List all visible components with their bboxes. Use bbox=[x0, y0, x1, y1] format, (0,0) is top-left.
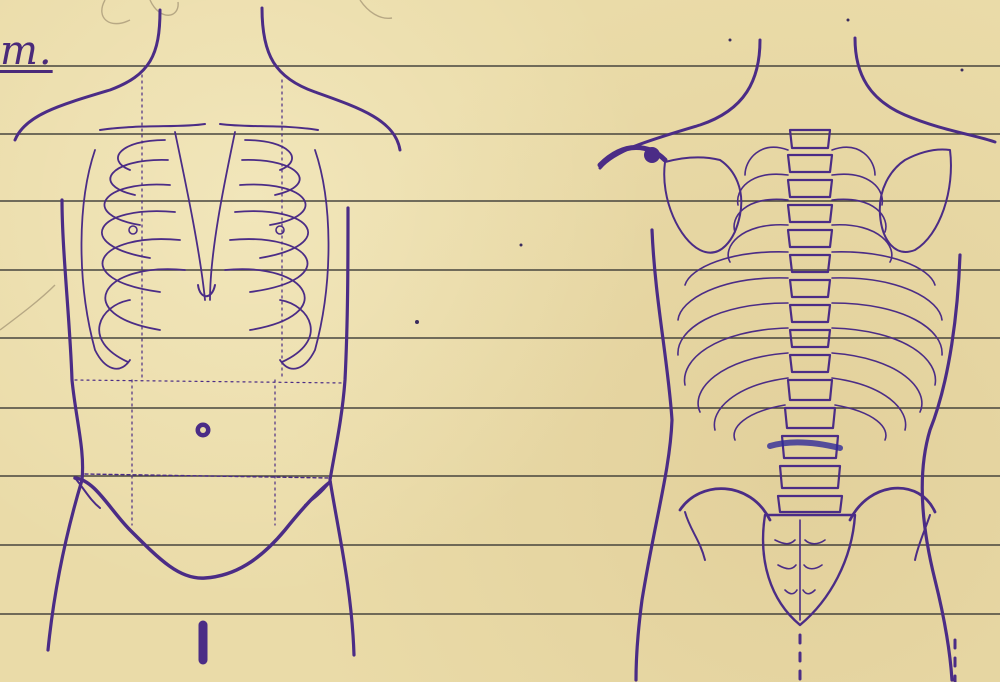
pencil-marks bbox=[0, 0, 392, 330]
header-fragment-text: m. bbox=[0, 28, 53, 74]
anterior-torso-diagram bbox=[15, 8, 400, 660]
